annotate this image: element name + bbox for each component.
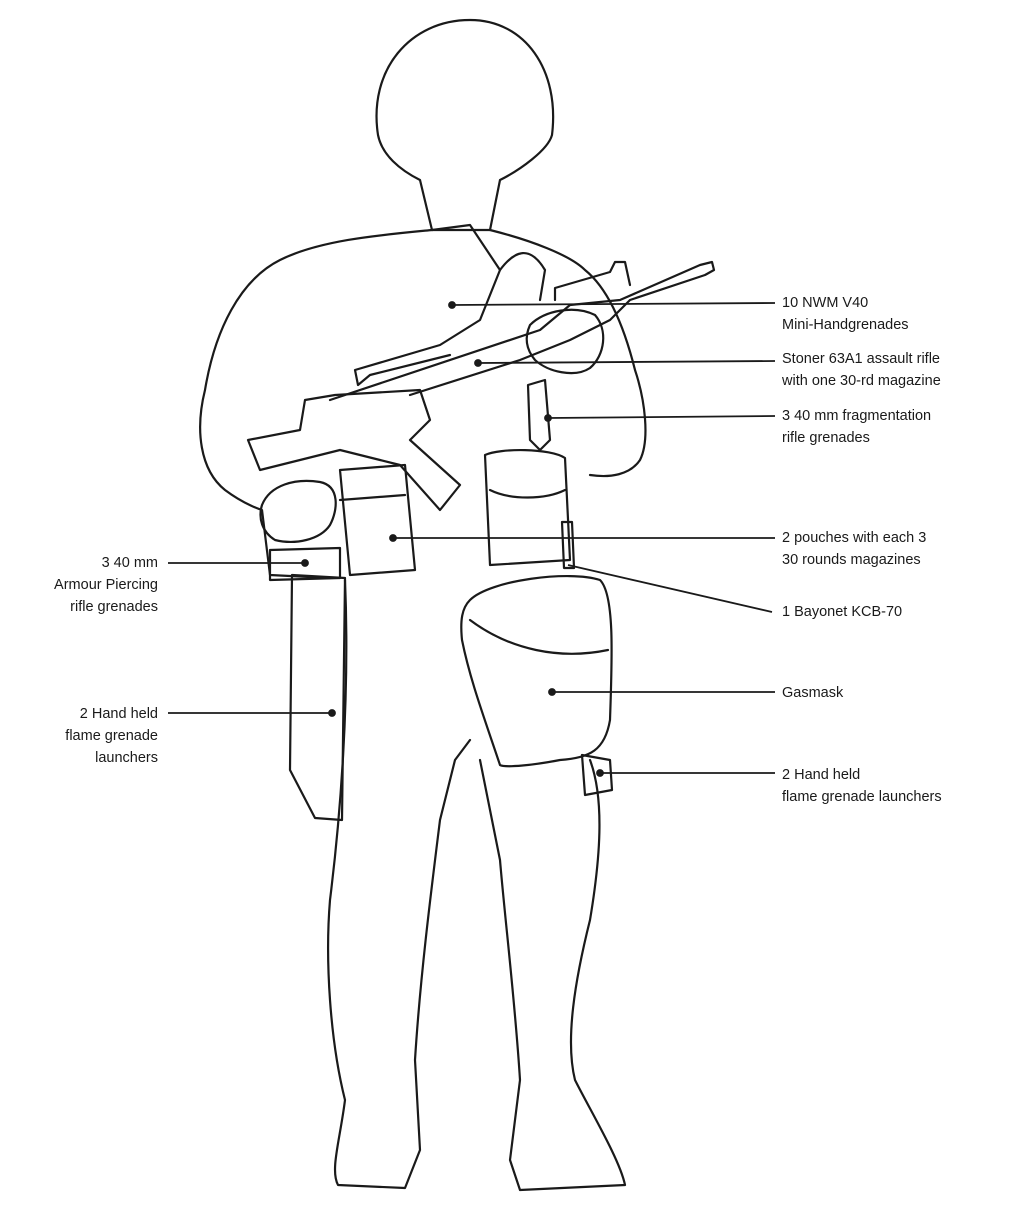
torso-outline <box>200 230 432 578</box>
rifle-stock <box>248 390 460 510</box>
rifle-body <box>330 262 714 400</box>
callout-dot-rifle <box>475 360 481 366</box>
label-launchers-left-line1: 2 Hand held <box>65 703 158 725</box>
label-launchers-right-line2: flame grenade launchers <box>782 786 942 808</box>
callout-line-handgrenades <box>452 303 775 305</box>
pouch-flap-left <box>340 495 405 500</box>
right-leg <box>480 760 625 1190</box>
callout-dot-gasmask <box>549 689 555 695</box>
label-launchers-left-line3: launchers <box>65 747 158 769</box>
gasmask-bag <box>461 576 611 766</box>
callout-dot-pouches <box>390 535 396 541</box>
label-handgrenades: 10 NWM V40 Mini-Handgrenades <box>782 292 909 336</box>
label-rifle-line2: with one 30-rd magazine <box>782 370 941 392</box>
label-bayonet-line1: 1 Bayonet KCB-70 <box>782 601 902 623</box>
label-bayonet: 1 Bayonet KCB-70 <box>782 601 902 623</box>
label-pouches: 2 pouches with each 3 30 rounds magazine… <box>782 527 926 571</box>
left-launcher <box>290 575 345 820</box>
label-launchers-left: 2 Hand held flame grenade launchers <box>65 703 158 769</box>
left-leg <box>328 580 470 1188</box>
label-ap-line2: Armour Piercing <box>54 574 158 596</box>
label-frag: 3 40 mm fragmentation rifle grenades <box>782 405 931 449</box>
gasmask-flap <box>470 620 608 654</box>
callout-line-bayonet <box>568 565 772 612</box>
label-ap: 3 40 mm Armour Piercing rifle grenades <box>54 552 158 618</box>
callout-dot-launchers-right <box>597 770 603 776</box>
label-ap-line3: rifle grenades <box>54 596 158 618</box>
label-frag-line2: rifle grenades <box>782 427 931 449</box>
right-pouch <box>485 450 570 565</box>
label-gasmask: Gasmask <box>782 682 843 704</box>
rifle-sight <box>555 262 630 300</box>
left-hand <box>261 481 336 542</box>
callout-line-frag <box>548 416 775 418</box>
callout-dot-frag <box>545 415 551 421</box>
label-launchers-left-line2: flame grenade <box>65 725 158 747</box>
label-pouches-line2: 30 rounds magazines <box>782 549 926 571</box>
callout-line-rifle <box>478 361 775 363</box>
callout-dot-launchers-left <box>329 710 335 716</box>
label-rifle: Stoner 63A1 assault rifle with one 30-rd… <box>782 348 941 392</box>
label-pouches-line1: 2 pouches with each 3 <box>782 527 926 549</box>
callout-dot-ap <box>302 560 308 566</box>
label-launchers-right-line1: 2 Hand held <box>782 764 942 786</box>
label-launchers-right: 2 Hand held flame grenade launchers <box>782 764 942 808</box>
label-frag-line1: 3 40 mm fragmentation <box>782 405 931 427</box>
label-handgrenades-line2: Mini-Handgrenades <box>782 314 909 336</box>
label-handgrenades-line1: 10 NWM V40 <box>782 292 909 314</box>
label-ap-line1: 3 40 mm <box>54 552 158 574</box>
left-pouch <box>340 465 415 575</box>
pouch-flap-right <box>490 490 565 498</box>
helmet-outline <box>377 20 554 230</box>
right-shoulder-outline <box>490 230 645 476</box>
jacket-front <box>500 253 545 300</box>
callout-dot-handgrenades <box>449 302 455 308</box>
label-gasmask-line1: Gasmask <box>782 682 843 704</box>
label-rifle-line1: Stoner 63A1 assault rifle <box>782 348 941 370</box>
